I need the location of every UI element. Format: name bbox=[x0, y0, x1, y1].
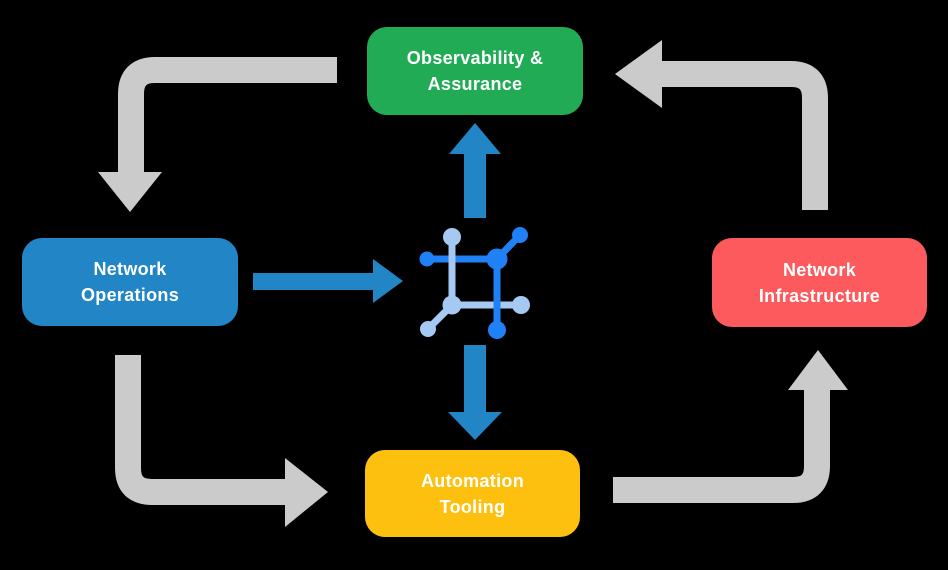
arrow-operations-to-platform bbox=[253, 259, 403, 303]
network-platform-icon bbox=[419, 227, 530, 339]
node-label-line: Operations bbox=[80, 285, 180, 305]
node-label-line: Network bbox=[93, 259, 167, 279]
node-label-line: Assurance bbox=[427, 74, 523, 94]
node-label-line: Infrastructure bbox=[758, 285, 881, 306]
arrow-observability-to-operations bbox=[98, 57, 337, 212]
node-label-line: Automation bbox=[421, 470, 524, 491]
arrow-tooling-to-infrastructure bbox=[613, 350, 848, 503]
node-label-line: Tooling bbox=[439, 496, 506, 517]
node-label-line: Observability & bbox=[406, 48, 544, 68]
node-observability-assurance: Observability & Assurance bbox=[367, 27, 583, 115]
arrow-platform-to-observability bbox=[449, 123, 501, 218]
node-network-operations: Network Operations bbox=[22, 238, 238, 326]
arrow-operations-to-tooling bbox=[115, 355, 328, 527]
arrow-infrastructure-to-observability bbox=[615, 40, 828, 210]
node-label-line: Network bbox=[782, 259, 857, 280]
node-network-infrastructure: Network Infrastructure bbox=[712, 238, 927, 327]
node-automation-tooling: Automation Tooling bbox=[365, 450, 580, 537]
arrow-platform-to-tooling bbox=[448, 345, 502, 440]
